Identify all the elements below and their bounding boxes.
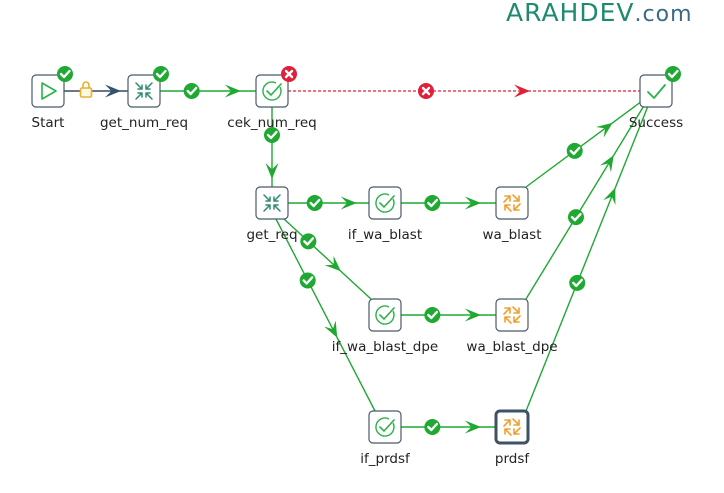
hop-arrowhead-icon: [465, 420, 481, 434]
failure-hop-badge-icon: [418, 83, 434, 99]
check-circle-icon: [375, 417, 395, 437]
hops-layer: [64, 81, 649, 435]
collapse-arrows-icon: [263, 194, 281, 212]
hop-arrowhead-icon: [599, 155, 614, 173]
hop-line[interactable]: [275, 218, 376, 412]
hop-line[interactable]: [525, 103, 646, 300]
node-label: if_prdsf: [360, 451, 411, 467]
node-label: if_wa_blast_dpe: [332, 339, 438, 355]
hop-prdsf-to-success[interactable]: [525, 105, 649, 412]
success-hop-badge-icon: [424, 419, 441, 435]
hop-wa_blast_dpe-to-success[interactable]: [525, 103, 646, 300]
success-hop-badge-icon: [264, 127, 280, 143]
check-circle-icon: [262, 81, 282, 101]
hop-line[interactable]: [283, 218, 372, 300]
expand-arrows-icon: [503, 306, 521, 324]
node-box[interactable]: [368, 298, 402, 332]
hop-arrowhead-icon: [224, 84, 241, 98]
hop-arrowhead-icon: [596, 122, 613, 138]
success-hop-badge-icon: [424, 195, 441, 211]
node-box[interactable]: [495, 298, 529, 332]
node-label: wa_blast: [483, 227, 542, 243]
node-if_wa_blast_dpe[interactable]: if_wa_blast_dpe: [332, 298, 438, 355]
hop-cek_num_req-to-success[interactable]: [288, 83, 640, 99]
node-wa_blast[interactable]: wa_blast: [483, 186, 542, 243]
node-label: cek_num_req: [227, 115, 316, 131]
node-success-badge-icon: [153, 66, 169, 82]
node-label: get_req: [246, 227, 297, 243]
node-box[interactable]: [495, 186, 529, 220]
node-label: prdsf: [495, 451, 530, 467]
hop-cek_num_req-to-get_req[interactable]: [264, 107, 280, 187]
logo-tld-text: .com: [634, 2, 693, 27]
node-get_req[interactable]: get_req: [246, 186, 298, 243]
node-get_num_req[interactable]: get_num_req: [100, 66, 188, 131]
node-start[interactable]: Start: [31, 66, 73, 131]
hop-get_req-to-if_wa_blast_dpe[interactable]: [283, 218, 372, 300]
hop-arrowhead-icon: [465, 308, 481, 322]
hop-arrowhead-icon: [465, 196, 481, 210]
node-if_wa_blast[interactable]: if_wa_blast: [348, 186, 422, 243]
logo-main-text: ARAHDEV: [506, 0, 635, 27]
collapse-arrows-icon: [135, 82, 153, 100]
hop-wa_blast-to-success[interactable]: [525, 100, 643, 188]
hop-if_wa_blast-to-wa_blast[interactable]: [401, 195, 496, 211]
node-error-badge-icon: [281, 66, 297, 82]
success-hop-badge-icon: [306, 195, 323, 211]
hop-line[interactable]: [525, 100, 643, 188]
node-wa_blast_dpe[interactable]: wa_blast_dpe: [466, 298, 558, 355]
hop-if_prdsf-to-prdsf[interactable]: [401, 419, 496, 435]
hop-arrowhead-icon: [105, 84, 121, 98]
node-label: Success: [629, 115, 683, 131]
success-hop-badge-icon: [300, 233, 317, 250]
node-box[interactable]: [368, 186, 402, 220]
hop-arrowhead-icon: [340, 196, 357, 210]
hop-line[interactable]: [525, 105, 649, 412]
node-box[interactable]: [368, 410, 402, 444]
node-box[interactable]: [31, 74, 65, 108]
check-circle-icon: [375, 193, 395, 213]
node-prdsf[interactable]: prdsf: [494, 409, 530, 467]
node-label: if_wa_blast: [348, 227, 422, 243]
hop-arrowhead-icon: [324, 320, 338, 338]
success-hop-badge-icon: [566, 142, 583, 159]
node-box[interactable]: [127, 74, 161, 108]
expand-arrows-icon: [503, 194, 521, 212]
hop-arrowhead-icon: [603, 187, 616, 205]
play-icon: [41, 82, 57, 100]
hop-if_wa_blast_dpe-to-wa_blast_dpe[interactable]: [401, 307, 496, 323]
success-hop-badge-icon: [569, 274, 586, 291]
node-cek_num_req[interactable]: cek_num_req: [227, 66, 317, 131]
node-success-badge-icon: [57, 66, 73, 82]
node-label: Start: [32, 115, 65, 131]
success-hop-badge-icon: [299, 272, 316, 289]
node-label: wa_blast_dpe: [466, 339, 557, 355]
node-box[interactable]: [255, 74, 289, 108]
node-box[interactable]: [639, 74, 673, 108]
arahdev-logo: ARAHDEV.com: [506, 0, 693, 27]
checkmark-icon: [647, 84, 666, 99]
hop-arrowhead-icon: [324, 255, 341, 272]
hop-get_req-to-if_wa_blast[interactable]: [288, 195, 369, 211]
hop-get_num_req-to-cek_num_req[interactable]: [160, 83, 256, 99]
node-box[interactable]: [494, 409, 530, 445]
node-box[interactable]: [255, 186, 289, 220]
hop-arrowhead-icon: [514, 84, 530, 98]
hop-start-to-get_num_req[interactable]: [64, 81, 128, 98]
node-success[interactable]: Success: [629, 66, 683, 131]
node-success-badge-icon: [665, 66, 681, 82]
nodes-layer: Start get_num_req cek_num_req Success get_re…: [31, 66, 683, 467]
lock-icon: [79, 81, 93, 98]
success-hop-badge-icon: [567, 209, 584, 226]
hop-arrowhead-icon: [265, 163, 279, 179]
hop-get_req-to-if_prdsf[interactable]: [275, 218, 376, 412]
node-label: get_num_req: [100, 115, 188, 131]
expand-arrows-icon: [503, 418, 521, 436]
success-hop-badge-icon: [424, 307, 441, 323]
node-if_prdsf[interactable]: if_prdsf: [360, 410, 411, 467]
success-hop-badge-icon: [183, 83, 200, 99]
check-circle-icon: [375, 305, 395, 325]
